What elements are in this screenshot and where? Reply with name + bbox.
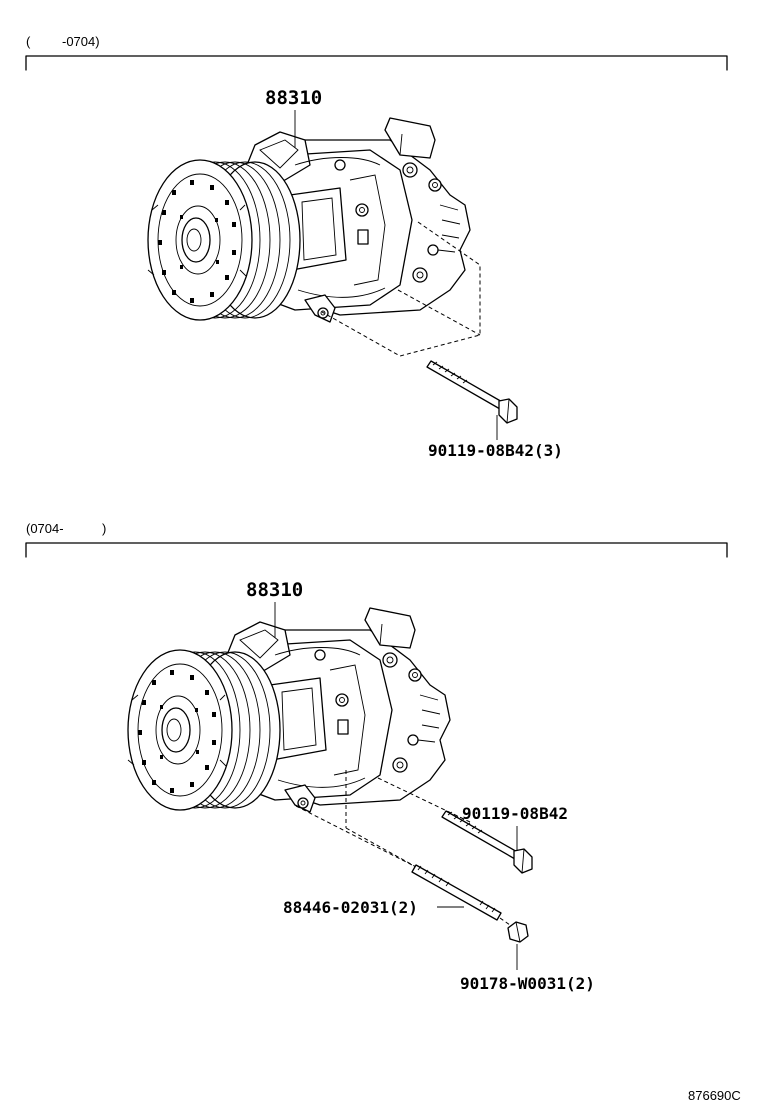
section-2-callout-bolt: 90119-08B42 (462, 804, 568, 823)
section-1-range-open: ( (26, 34, 31, 49)
section-1-part-88310-label: 88310 (265, 87, 322, 109)
section-2-range-close: ) (102, 521, 106, 536)
illustration-id: 876690C (688, 1088, 741, 1103)
section-2-range-code: (0704- (26, 521, 64, 536)
section-2-stud (411, 864, 502, 921)
section-1-compressor (147, 117, 471, 323)
section-1-dashed-guides (321, 221, 481, 357)
section-1-range-code: -0704) (62, 34, 100, 49)
section-2-callout-stud: 88446-02031(2) (283, 898, 418, 917)
section-2-dashed-guide-stud (295, 805, 419, 869)
section-1-bracket (25, 55, 728, 71)
section-1-bolt (426, 360, 518, 424)
section-2-bracket (25, 542, 728, 558)
section-2-part-88310-label: 88310 (246, 579, 303, 601)
section-1-callout-bolt: 90119-08B42(3) (428, 441, 563, 460)
section-2-nut (507, 921, 529, 943)
section-2-compressor (127, 607, 451, 813)
section-2-dashed-guide-bolt (377, 777, 471, 823)
section-2-callout-nut: 90178-W0031(2) (460, 974, 595, 993)
